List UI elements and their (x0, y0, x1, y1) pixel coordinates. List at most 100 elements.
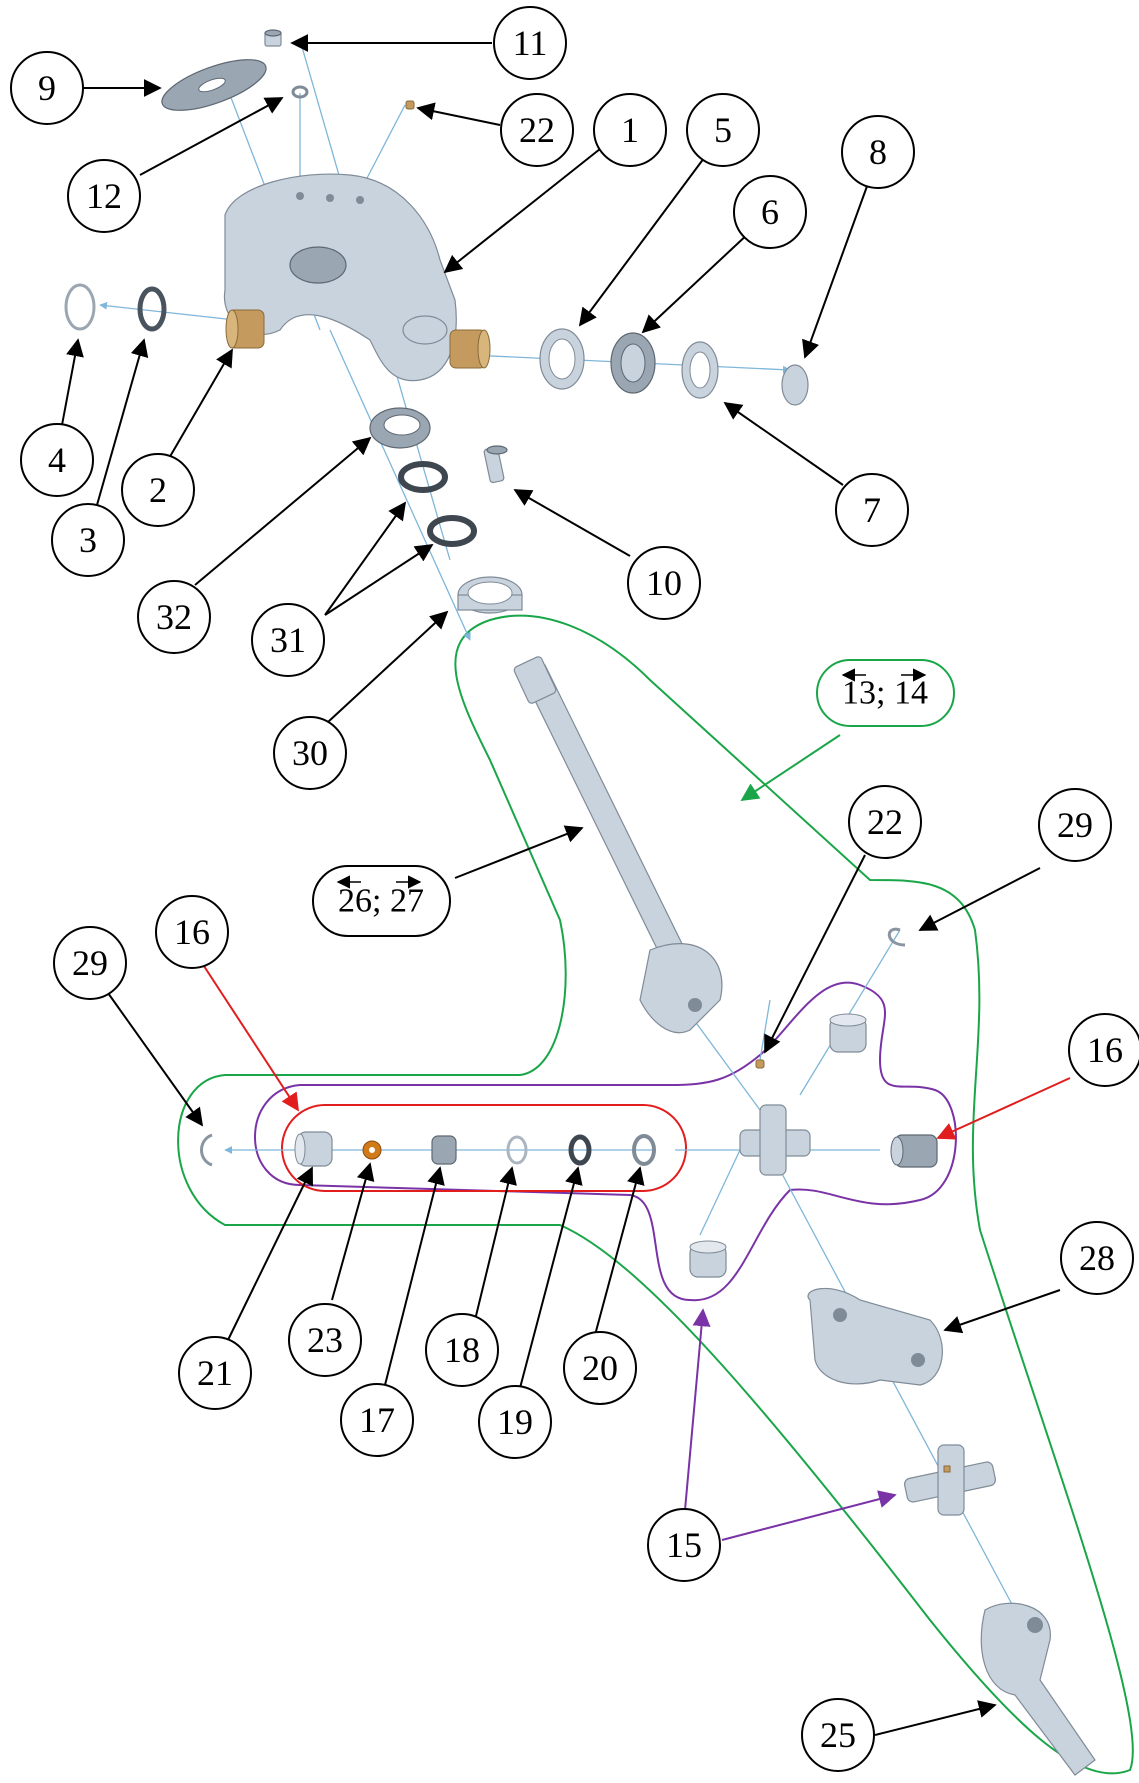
group-outline-red (281, 1104, 687, 1192)
part-3-seal (137, 286, 167, 332)
part-22-grease-fitting-top (405, 100, 415, 110)
part-28-yoke-flange (807, 1287, 943, 1386)
callout-2: 2 (121, 453, 195, 527)
leader-lines (61, 34, 1071, 1736)
callout-21: 21 (178, 1336, 252, 1410)
callout-32: 32 (137, 580, 211, 654)
part-11-nut (264, 29, 282, 47)
part-15-cross-spider (739, 1104, 811, 1176)
callout-28: 28 (1060, 1221, 1134, 1295)
callout-label: 29 (72, 943, 108, 983)
callout-17: 17 (340, 1383, 414, 1457)
callout-label: 16 (1087, 1030, 1123, 1070)
pill-label: 26; 27 (338, 883, 424, 920)
callout-30: 30 (273, 716, 347, 790)
callout-8: 8 (841, 115, 915, 189)
part-bearing-cap-top (829, 1013, 867, 1053)
part-23-thrust-washer (362, 1140, 382, 1160)
callout-label: 10 (646, 563, 682, 603)
part-21-bearing-cap (294, 1131, 333, 1167)
callout-label: 28 (1079, 1238, 1115, 1278)
part-30-sleeve (457, 576, 523, 614)
callout-label: 20 (582, 1348, 618, 1388)
part-bushing-right (449, 329, 491, 369)
part-12-ring (291, 85, 309, 99)
callout-label: 1 (621, 110, 639, 150)
part-1-knuckle-housing (223, 173, 457, 382)
callout-label: 31 (270, 620, 306, 660)
callout-25: 25 (801, 1698, 875, 1772)
part-10-bolt (483, 445, 508, 484)
callout-label: 2 (149, 470, 167, 510)
callout-label: 6 (761, 192, 779, 232)
callout-label: 22 (519, 110, 555, 150)
callout-label: 17 (359, 1400, 395, 1440)
callout-label: 3 (79, 520, 97, 560)
part-22-grease-fitting-lower (755, 1059, 765, 1069)
callout-15: 15 (647, 1508, 721, 1582)
callout-label: 5 (714, 110, 732, 150)
callout-label: 16 (174, 912, 210, 952)
callout-label: 11 (513, 23, 548, 63)
part-18-ring (506, 1135, 528, 1165)
callout-3: 3 (51, 503, 125, 577)
callout-19: 19 (478, 1385, 552, 1459)
callout-label: 4 (48, 440, 66, 480)
callout-16-left: 16 (155, 895, 229, 969)
callout-22-lower: 22 (848, 785, 922, 859)
callout-29-right: 29 (1038, 788, 1112, 862)
pill-13-14: 13; 14 (816, 659, 955, 727)
callout-label: 23 (307, 1320, 343, 1360)
callout-label: 29 (1057, 805, 1093, 845)
callout-31: 31 (251, 603, 325, 677)
part-9-washer (161, 59, 267, 111)
callout-6: 6 (733, 175, 807, 249)
callout-5: 5 (686, 93, 760, 167)
callout-20: 20 (563, 1331, 637, 1405)
callout-11: 11 (493, 6, 567, 80)
pill-26-27: 26; 27 (312, 865, 451, 937)
part-7-seal-ring (681, 341, 719, 399)
part-5-bearing-cup (539, 328, 585, 390)
callout-16-right: 16 (1068, 1013, 1139, 1087)
callout-label: 12 (86, 176, 122, 216)
part-25-stub-axle (980, 1602, 1096, 1776)
callout-4: 4 (20, 423, 94, 497)
callout-10: 10 (627, 546, 701, 620)
part-4-snap-ring (64, 283, 96, 331)
callout-label: 7 (863, 490, 881, 530)
part-31-seal-a (398, 461, 448, 493)
callout-label: 22 (867, 802, 903, 842)
callout-1: 1 (593, 93, 667, 167)
part-17-needle-roller (431, 1135, 457, 1165)
callout-label: 18 (444, 1330, 480, 1370)
callout-18: 18 (425, 1313, 499, 1387)
part-29-snap-ring-right (887, 927, 906, 947)
callout-7: 7 (835, 473, 909, 547)
part-32-roller-bearing (369, 407, 431, 449)
callout-label: 8 (869, 132, 887, 172)
callout-22-top: 22 (500, 93, 574, 167)
part-15-cross-spider-lower (904, 1444, 996, 1516)
part-6-bearing-cone (610, 332, 656, 394)
part-20-ring (632, 1134, 656, 1166)
part-29-snap-ring-left (200, 1133, 213, 1167)
part-31-seal-b (427, 515, 477, 547)
part-16-needle-bearing-right (890, 1134, 938, 1168)
group-outline-purple (254, 981, 957, 1302)
callout-29-left: 29 (53, 926, 127, 1000)
callout-12: 12 (67, 159, 141, 233)
part-26-27-axle-shaft (513, 656, 723, 1034)
callout-9: 9 (10, 51, 84, 125)
callout-label: 32 (156, 597, 192, 637)
part-bearing-cap-bottom (689, 1240, 727, 1278)
callout-label: 25 (820, 1715, 856, 1755)
group-outline-green (177, 614, 1134, 1775)
callout-23: 23 (288, 1303, 362, 1377)
part-19-seal (568, 1134, 592, 1166)
callout-label: 19 (497, 1402, 533, 1442)
part-2-bushing-left (225, 309, 265, 349)
callout-label: 15 (666, 1525, 702, 1565)
pill-label: 13; 14 (842, 675, 928, 712)
